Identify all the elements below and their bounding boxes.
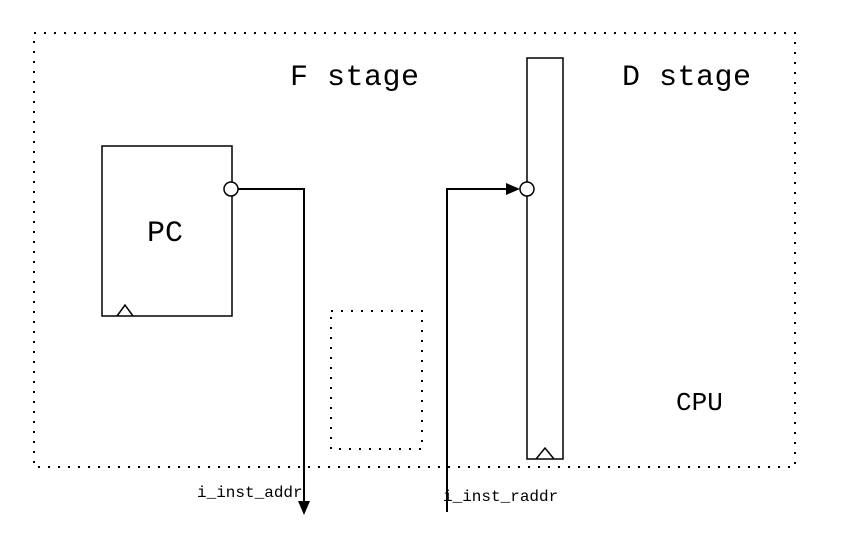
i-inst-raddr-wire (446, 188, 512, 512)
i-inst-addr-arrowhead-icon (298, 501, 310, 515)
i-inst-addr-signal-label: i_inst_addr (197, 484, 303, 502)
i-inst-raddr-signal-label: i_inst_raddr (443, 488, 559, 506)
cpu-boundary-box (33, 32, 796, 468)
d-stage-label: D stage (622, 61, 752, 95)
f-stage-label: F stage (290, 61, 420, 95)
pc-output-port-circle (223, 181, 239, 197)
fd-input-port-circle (519, 181, 535, 197)
pc-clock-triangle-icon (116, 303, 134, 317)
pc-register-label: PC (147, 217, 184, 251)
i-inst-addr-wire (238, 188, 305, 502)
pc-register-box (101, 145, 233, 317)
fd-pipeline-register-box (526, 57, 564, 460)
cpu-boundary-label: CPU (676, 388, 723, 418)
placeholder-dotted-box (330, 310, 423, 450)
i-inst-raddr-arrowhead-icon (506, 183, 520, 195)
fd-clock-triangle-icon (535, 446, 555, 460)
